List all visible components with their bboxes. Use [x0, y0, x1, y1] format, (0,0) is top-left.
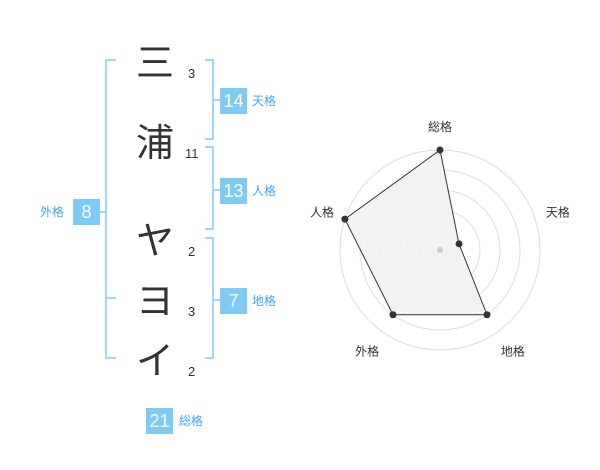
- gaikaku-value-badge: 8: [73, 199, 100, 225]
- gaikaku-bracket: [105, 59, 116, 359]
- stroke-count-5: 2: [188, 364, 196, 379]
- name-char-4: ヨ: [135, 279, 174, 323]
- radar-point: [483, 311, 491, 319]
- jinkaku-value-badge: 13: [220, 178, 247, 204]
- chikaku-bracket: [205, 237, 214, 359]
- name-char-1: 三: [135, 41, 174, 85]
- tenkaku-value-badge: 14: [220, 88, 247, 114]
- name-char-5: イ: [135, 339, 174, 383]
- radar-axis-label: 天格: [546, 205, 570, 220]
- name-char-3: ヤ: [135, 219, 174, 263]
- radar-axis-label: 総格: [428, 119, 452, 134]
- radar-point: [436, 146, 444, 154]
- stroke-count-4: 3: [188, 304, 196, 319]
- gaikaku-label: 外格: [40, 205, 65, 219]
- radar-center-dot: [437, 247, 443, 253]
- radar-axis-label: 人格: [310, 205, 334, 220]
- soukaku-label: 総格: [179, 414, 204, 428]
- chikaku-value-badge: 7: [220, 288, 247, 314]
- stroke-count-2: 11: [185, 146, 199, 161]
- radar-axis-label: 外格: [355, 343, 379, 358]
- jinkaku-label: 人格: [252, 184, 277, 198]
- stroke-count-3: 2: [188, 244, 196, 259]
- radar-axis-label: 地格: [501, 343, 525, 358]
- soukaku-value-badge: 21: [146, 408, 173, 434]
- radar-points: [341, 146, 491, 319]
- name-char-2: 浦: [135, 121, 174, 165]
- jinkaku-bracket: [205, 146, 214, 230]
- radar-point: [341, 215, 349, 223]
- stroke-count-1: 3: [188, 66, 196, 81]
- chikaku-label: 地格: [252, 294, 277, 308]
- radar-point: [455, 240, 463, 248]
- radar-point: [389, 311, 397, 319]
- radar-series-polygon: [344, 149, 488, 316]
- tenkaku-label: 天格: [252, 94, 277, 108]
